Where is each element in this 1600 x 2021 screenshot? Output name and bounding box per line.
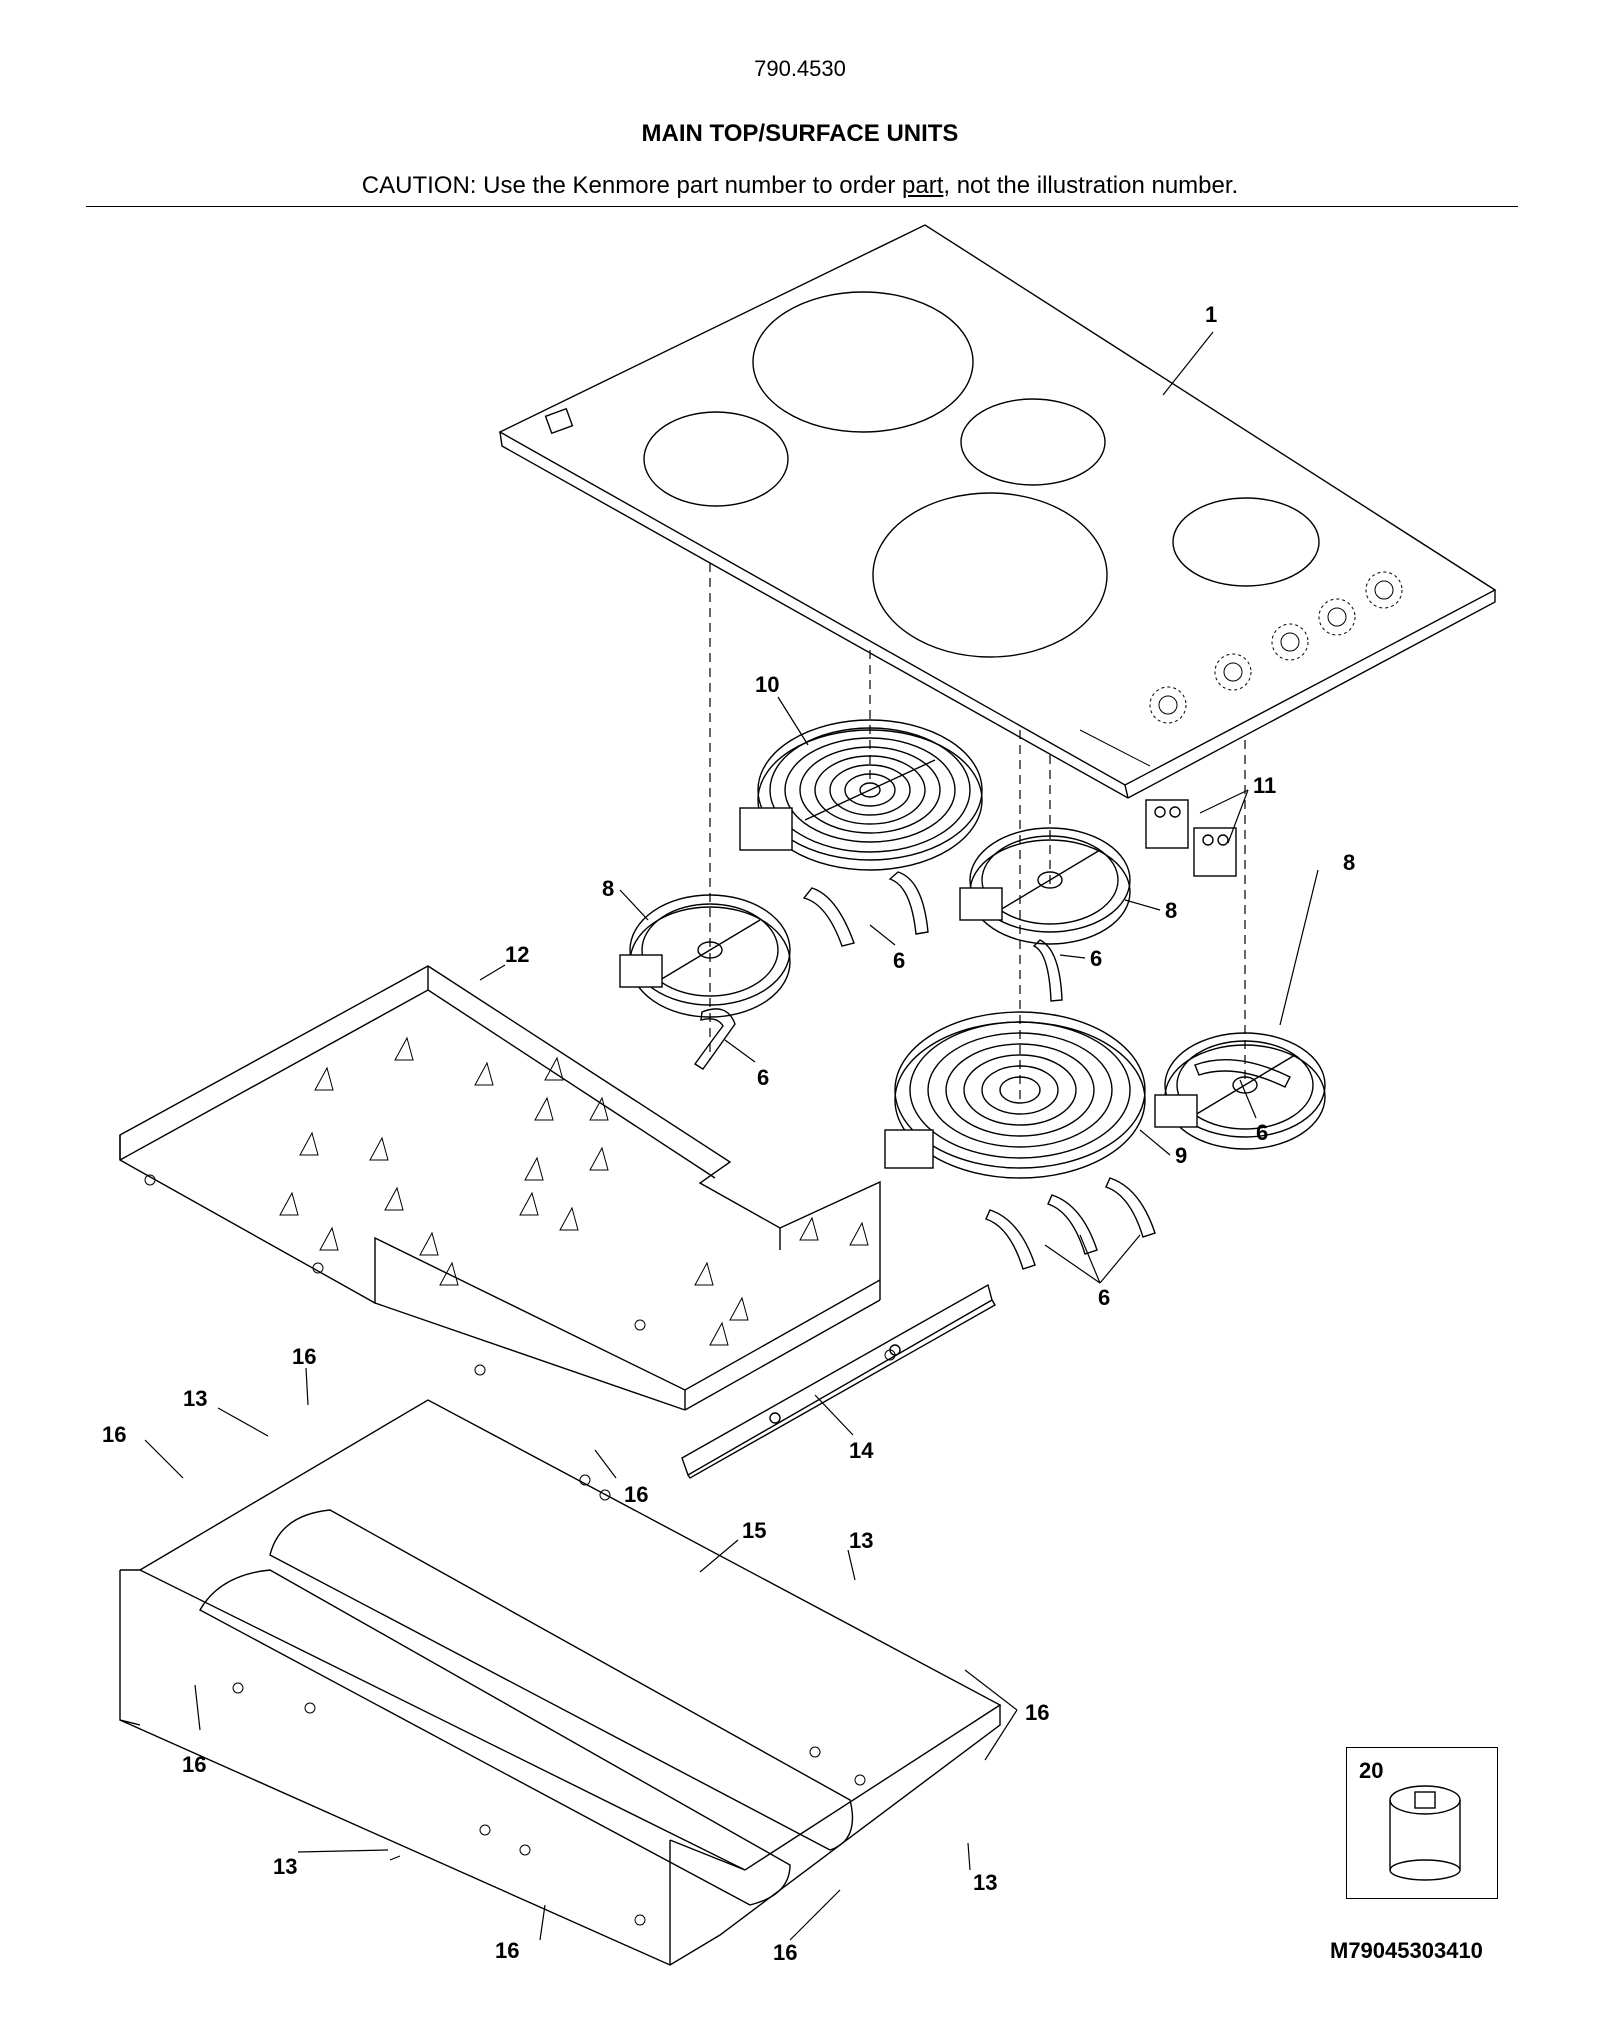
page-title: MAIN TOP/SURFACE UNITS	[641, 120, 959, 147]
callout-13-b: 13	[849, 1528, 873, 1553]
coil-surface-element-part	[884, 1011, 1146, 1179]
callout-16-b: 16	[102, 1422, 126, 1447]
callout-16-f: 16	[495, 1938, 519, 1963]
callout-8-center: 8	[1165, 898, 1177, 923]
callout-9: 9	[1175, 1143, 1187, 1168]
main-top-frame-part	[119, 965, 896, 1411]
callout-6-d: 6	[1256, 1120, 1268, 1145]
callout-13-c: 13	[273, 1854, 297, 1879]
callout-11: 11	[1253, 773, 1276, 798]
terminal-block-part	[1145, 799, 1237, 877]
callout-16-c: 16	[624, 1482, 648, 1507]
callout-10: 10	[755, 672, 779, 697]
large-surface-element-part	[739, 719, 983, 871]
caution-text-end: , not the illustration number.	[943, 172, 1239, 199]
callout-13-d: 13	[973, 1870, 997, 1895]
drawing-number: M79045303410	[1330, 1938, 1483, 1963]
callout-14: 14	[849, 1438, 874, 1463]
small-surface-element-left-part	[619, 894, 791, 1018]
callout-6-e: 6	[1098, 1285, 1110, 1310]
callout-16-d: 16	[1025, 1700, 1049, 1725]
caution-underlined-word: part	[902, 172, 944, 199]
bottom-box-part	[119, 1399, 1002, 1966]
knob-inset-box: 20	[1346, 1747, 1498, 1899]
element-clips-part	[693, 871, 1291, 1270]
callout-8-right: 8	[1343, 850, 1355, 875]
caution-note: CAUTION: Use the Kenmore part number to …	[0, 172, 1600, 200]
callout-6-b: 6	[1090, 946, 1102, 971]
callout-13-a: 13	[183, 1386, 207, 1411]
callout-15: 15	[742, 1518, 766, 1543]
callout-16-a: 16	[292, 1344, 316, 1369]
callout-8-left: 8	[602, 876, 614, 901]
callout-leader-lines	[144, 331, 1319, 1941]
glass-cooktop-part	[498, 224, 1497, 799]
callout-6-a: 6	[893, 948, 905, 973]
control-knob-part	[1389, 1785, 1461, 1881]
small-surface-element-right-part	[1154, 1032, 1326, 1150]
callout-12: 12	[505, 942, 529, 967]
alignment-lines	[709, 563, 1246, 1105]
callout-16-e: 16	[182, 1752, 206, 1777]
front-panel-part	[681, 1283, 996, 1479]
inset-part-number: 20	[1359, 1758, 1384, 1783]
callout-6-c: 6	[757, 1065, 769, 1090]
callout-1: 1	[1205, 302, 1217, 327]
small-surface-element-center-part	[959, 827, 1131, 945]
header-divider	[86, 206, 1518, 207]
caution-text-start: CAUTION: Use the Kenmore part number to …	[361, 172, 902, 199]
model-number: 790.4530	[754, 56, 846, 81]
callout-16-g: 16	[773, 1940, 797, 1965]
